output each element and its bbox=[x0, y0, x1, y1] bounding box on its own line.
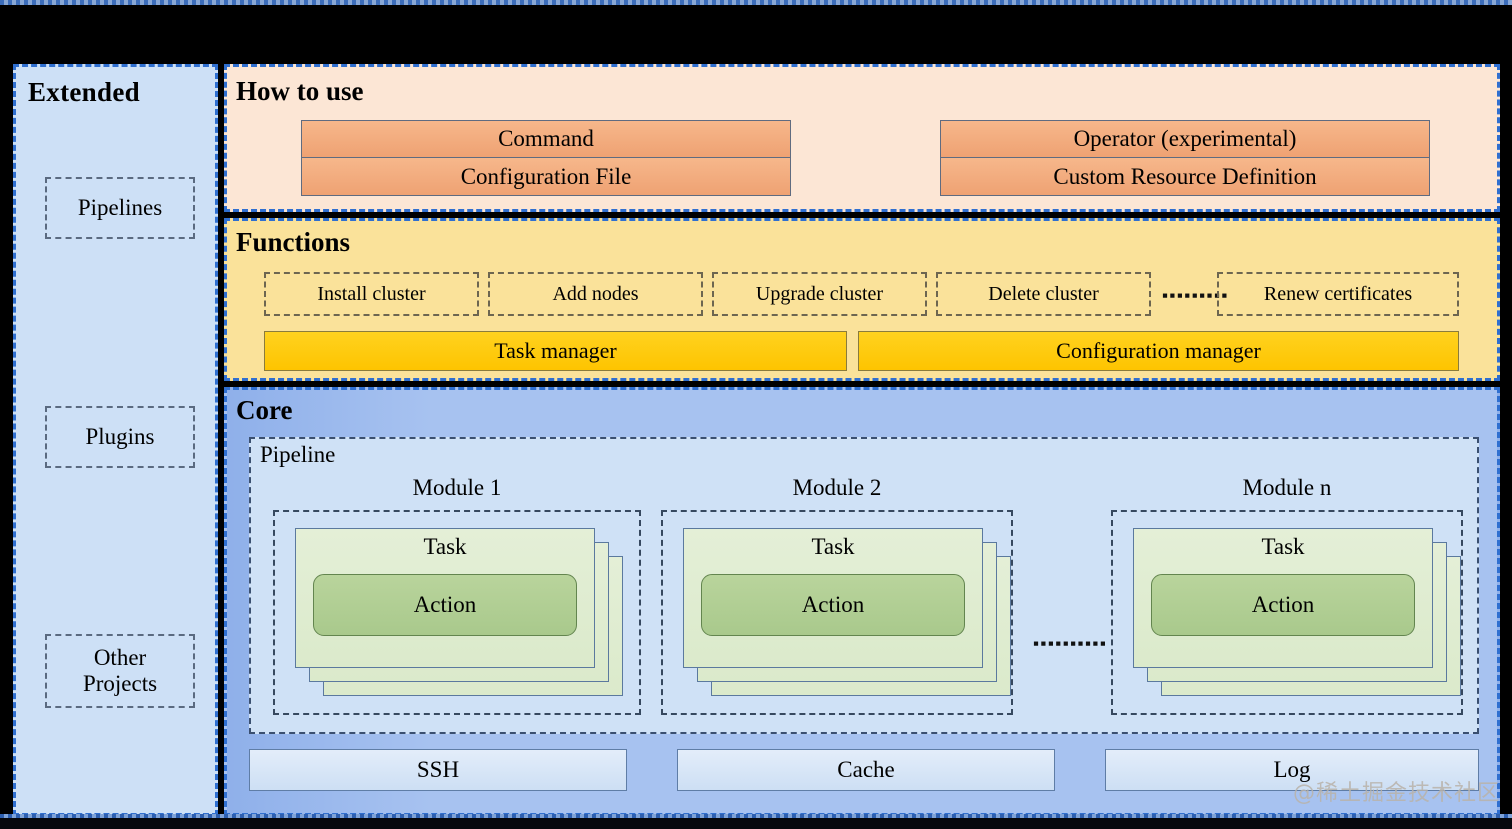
functions-title: Functions bbox=[236, 227, 351, 257]
how-to-use-title: How to use bbox=[236, 76, 364, 106]
configuration-file-label: Configuration File bbox=[460, 163, 632, 189]
top-black-bar bbox=[0, 5, 1512, 62]
command-box[interactable]: Command bbox=[301, 120, 791, 158]
module-label: Module n bbox=[1242, 475, 1332, 500]
bottom-black-bar bbox=[0, 818, 1512, 829]
function-add-nodes[interactable]: Add nodes bbox=[488, 272, 703, 316]
core-panel: Core Pipeline Module 1 Task Action bbox=[224, 387, 1500, 816]
function-label: Renew certificates bbox=[1263, 282, 1413, 305]
module-2: Module 2 Task Action bbox=[661, 473, 1013, 715]
configuration-file-box[interactable]: Configuration File bbox=[301, 158, 791, 196]
action-box[interactable]: Action bbox=[701, 574, 965, 636]
function-label: Upgrade cluster bbox=[755, 282, 884, 305]
functions-ellipsis: ▪▪▪▪▪▪▪▪▪ bbox=[1162, 286, 1229, 305]
how-to-use-panel: How to use Command Configuration File Op… bbox=[224, 64, 1500, 212]
extended-item-label-line1: Other bbox=[93, 645, 147, 671]
cli-group: Command Configuration File bbox=[301, 120, 791, 196]
command-label: Command bbox=[498, 126, 594, 151]
function-upgrade-cluster[interactable]: Upgrade cluster bbox=[712, 272, 927, 316]
extended-item-other-projects[interactable]: Other Projects bbox=[45, 634, 195, 708]
task-manager-bar[interactable]: Task manager bbox=[264, 331, 847, 371]
extended-title: Extended bbox=[28, 77, 140, 107]
task-label: Task bbox=[811, 534, 855, 559]
function-label: Delete cluster bbox=[988, 282, 1099, 305]
custom-resource-definition-label: Custom Resource Definition bbox=[1053, 163, 1317, 189]
extended-item-pipelines[interactable]: Pipelines bbox=[45, 177, 195, 239]
function-install-cluster[interactable]: Install cluster bbox=[264, 272, 479, 316]
top-dashed-strip bbox=[0, 0, 1512, 5]
operator-label: Operator (experimental) bbox=[1073, 126, 1297, 151]
task-card-front[interactable]: Task Action bbox=[683, 528, 983, 668]
pipeline-ellipsis: ▪▪▪▪▪▪▪▪▪▪ bbox=[1033, 634, 1108, 653]
module-box[interactable]: Task Action bbox=[273, 510, 641, 715]
module-label: Module 2 bbox=[792, 475, 882, 500]
extended-panel: Extended Pipelines Plugins Other Project… bbox=[13, 64, 218, 816]
function-label: Add nodes bbox=[552, 282, 639, 305]
bottom-dashed-strip bbox=[0, 814, 1512, 818]
custom-resource-definition-box[interactable]: Custom Resource Definition bbox=[940, 158, 1430, 196]
module-box[interactable]: Task Action bbox=[1111, 510, 1463, 715]
core-title: Core bbox=[236, 395, 293, 425]
module-1: Module 1 Task Action bbox=[273, 473, 641, 715]
task-card-front[interactable]: Task Action bbox=[295, 528, 595, 668]
configuration-manager-label: Configuration manager bbox=[1056, 338, 1261, 363]
log-label: Log bbox=[1273, 757, 1311, 782]
pipeline-title: Pipeline bbox=[260, 442, 336, 467]
function-renew-certificates[interactable]: Renew certificates bbox=[1217, 272, 1459, 316]
log-bar[interactable]: Log bbox=[1105, 749, 1479, 791]
module-n: Module n Task Action bbox=[1111, 473, 1463, 715]
ssh-label: SSH bbox=[416, 757, 460, 782]
task-label: Task bbox=[423, 534, 467, 559]
task-card-front[interactable]: Task Action bbox=[1133, 528, 1433, 668]
configuration-manager-bar[interactable]: Configuration manager bbox=[858, 331, 1459, 371]
function-label: Install cluster bbox=[317, 282, 426, 305]
task-manager-label: Task manager bbox=[494, 338, 617, 363]
extended-item-label-line2: Projects bbox=[82, 671, 158, 696]
module-box[interactable]: Task Action bbox=[661, 510, 1013, 715]
ssh-bar[interactable]: SSH bbox=[249, 749, 627, 791]
action-label: Action bbox=[801, 592, 865, 617]
action-box[interactable]: Action bbox=[1151, 574, 1415, 636]
extended-item-label: Pipelines bbox=[77, 195, 163, 221]
task-label: Task bbox=[1261, 534, 1305, 559]
operator-group: Operator (experimental) Custom Resource … bbox=[940, 120, 1430, 196]
cache-label: Cache bbox=[837, 757, 895, 782]
extended-item-plugins[interactable]: Plugins bbox=[45, 406, 195, 468]
action-label: Action bbox=[1251, 592, 1315, 617]
module-label: Module 1 bbox=[412, 475, 502, 500]
pipeline-container: Pipeline Module 1 Task Action Mod bbox=[249, 437, 1479, 734]
cache-bar[interactable]: Cache bbox=[677, 749, 1055, 791]
action-box[interactable]: Action bbox=[313, 574, 577, 636]
action-label: Action bbox=[413, 592, 477, 617]
functions-panel: Functions Install cluster Add nodes Upgr… bbox=[224, 218, 1500, 381]
function-delete-cluster[interactable]: Delete cluster bbox=[936, 272, 1151, 316]
extended-item-label: Plugins bbox=[85, 424, 155, 450]
operator-box[interactable]: Operator (experimental) bbox=[940, 120, 1430, 158]
